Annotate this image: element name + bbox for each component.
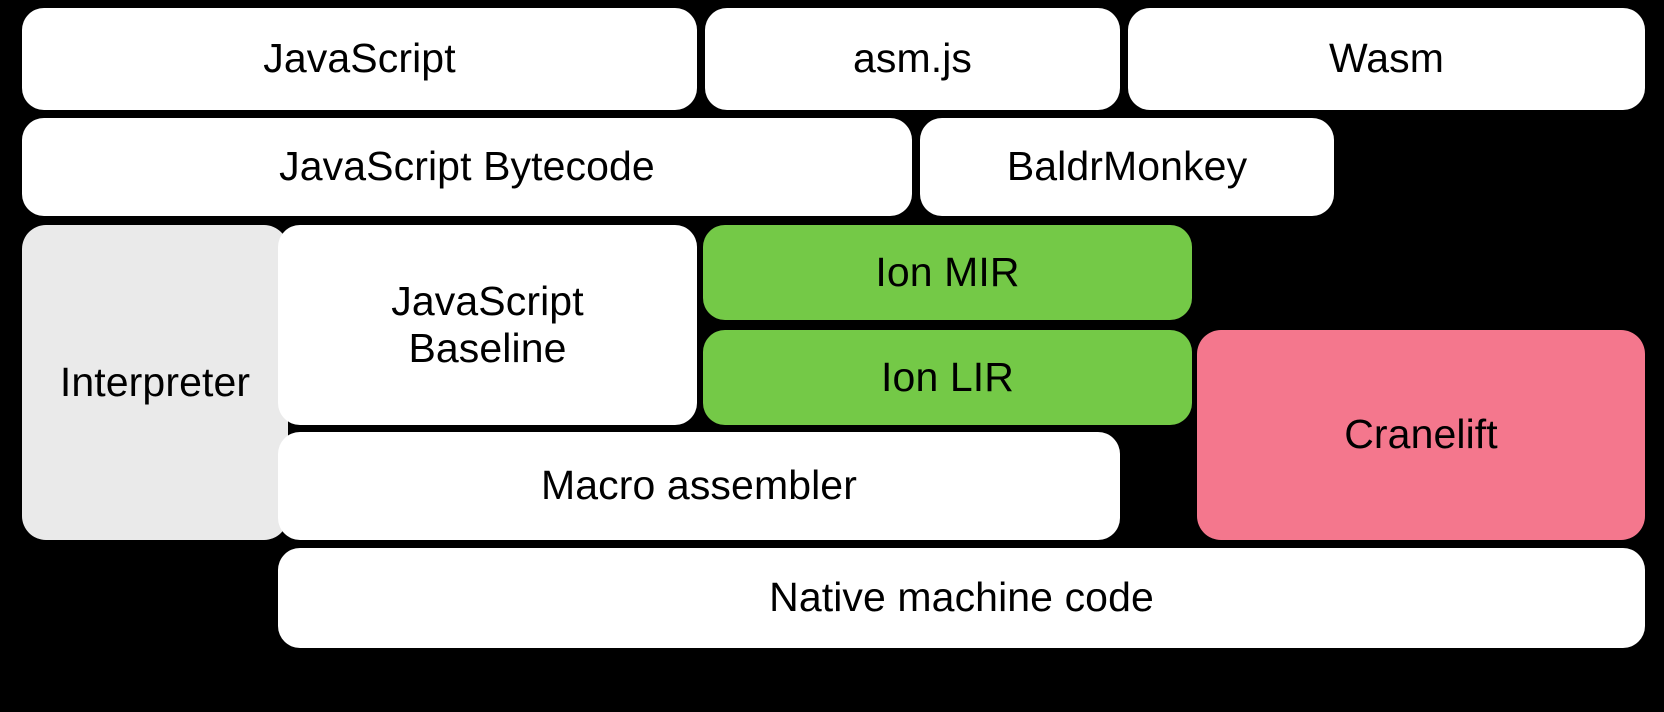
node-interpreter[interactable]: Interpreter <box>22 225 288 540</box>
node-wasm[interactable]: Wasm <box>1128 8 1645 110</box>
node-baldrmonkey[interactable]: BaldrMonkey <box>920 118 1334 216</box>
node-native-machine-code[interactable]: Native machine code <box>278 548 1645 648</box>
node-macro-assembler[interactable]: Macro assembler <box>278 432 1120 540</box>
node-cranelift[interactable]: Cranelift <box>1197 330 1645 540</box>
node-javascript-bytecode[interactable]: JavaScript Bytecode <box>22 118 912 216</box>
node-ion-mir[interactable]: Ion MIR <box>703 225 1192 320</box>
node-asmjs[interactable]: asm.js <box>705 8 1120 110</box>
node-javascript[interactable]: JavaScript <box>22 8 697 110</box>
node-ion-lir[interactable]: Ion LIR <box>703 330 1192 425</box>
node-javascript-baseline[interactable]: JavaScript Baseline <box>278 225 697 425</box>
